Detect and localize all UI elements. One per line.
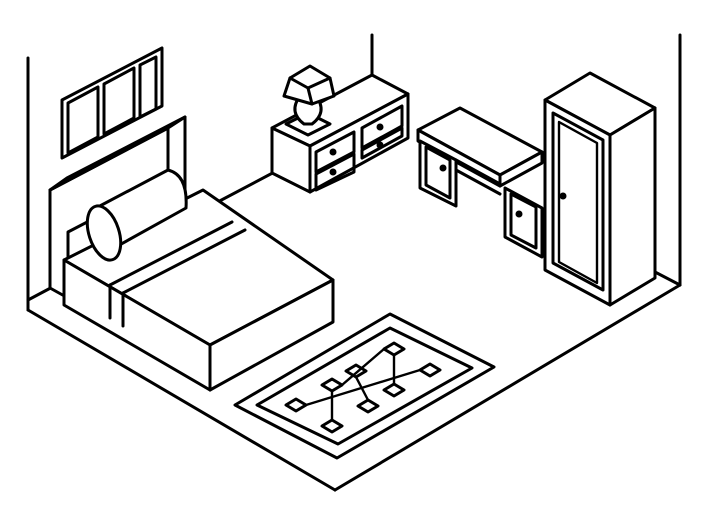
desk-drawer-line-2 <box>454 168 502 196</box>
rug-pattern-line-5 <box>340 347 386 387</box>
desk-drawer-line <box>454 158 502 186</box>
rug <box>233 312 496 460</box>
rug-pattern-diamond-6 <box>382 382 406 398</box>
drawer-knob-1 <box>329 148 337 156</box>
desk-left-knob <box>439 164 447 172</box>
pillow <box>85 168 188 262</box>
window-frame <box>60 46 164 160</box>
table-lamp <box>282 64 336 137</box>
nightstand-drawer-3 <box>360 104 404 150</box>
rug-pattern-diamond-8 <box>320 418 344 434</box>
rug-pattern-diamond-4 <box>382 341 406 357</box>
rug-pattern-line-1 <box>304 368 422 407</box>
floor-right-edge <box>333 283 682 492</box>
rug-pattern-diamond-7 <box>356 398 380 414</box>
bed-mattress-front <box>208 278 335 392</box>
bed-blanket-fold-1 <box>108 220 234 287</box>
floor-inner-right <box>653 270 682 287</box>
window <box>60 46 164 160</box>
nightstand-drawer-4 <box>360 126 404 160</box>
window-pane-right <box>138 55 158 119</box>
lamp-shade-seam <box>306 86 314 106</box>
wardrobe-front <box>543 98 612 307</box>
desk <box>416 106 544 259</box>
window-pane-left <box>66 85 100 155</box>
lamp-shade <box>282 64 336 106</box>
rug-pattern-line-3 <box>354 375 370 402</box>
wardrobe-knob <box>559 192 567 200</box>
wardrobe <box>543 71 657 307</box>
bed-blanket-fold-2 <box>121 228 247 295</box>
rug-pattern-diamond-5 <box>418 362 442 378</box>
nightstand-drawer-2 <box>314 152 356 192</box>
wardrobe-side <box>608 106 657 307</box>
wardrobe-door-panel <box>551 111 605 292</box>
desk-right-knob <box>515 210 523 218</box>
window-pane-mid <box>102 66 136 136</box>
nightstand-front <box>308 92 410 194</box>
floor-inner-back <box>210 166 284 207</box>
desk-left-door <box>424 145 452 200</box>
desk-right-door <box>509 192 538 250</box>
floor-left-edge <box>26 308 337 492</box>
nightstand-drawer-1 <box>314 130 356 174</box>
pillow-end <box>85 204 123 262</box>
drawer-knob-3 <box>376 123 384 131</box>
drawer-knob-2 <box>329 168 337 176</box>
room <box>26 33 682 492</box>
wardrobe-door-inner <box>557 120 599 285</box>
drawer-knob-4 <box>376 141 384 149</box>
rug-inner <box>255 326 474 446</box>
